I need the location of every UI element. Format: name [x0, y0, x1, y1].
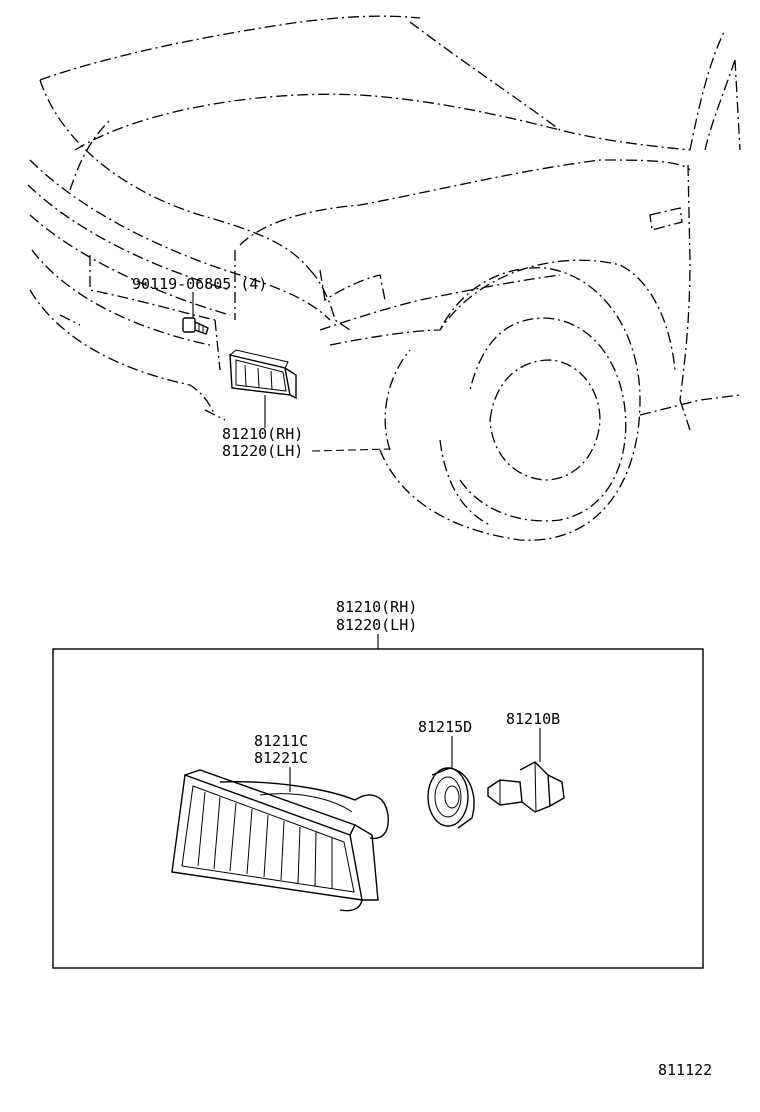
assembly-lh-label: 81220(LH) [336, 616, 417, 634]
bulb-label: 81210B [506, 710, 560, 728]
socket-label: 81215D [418, 718, 472, 736]
lens-label-a: 81211C [254, 732, 308, 750]
socket-icon [427, 767, 475, 829]
bolt-icon [182, 317, 209, 335]
lens-label-b: 81221C [254, 749, 308, 767]
vehicle-outline [27, 15, 741, 541]
bulb-icon [487, 761, 565, 813]
installed-fog-lamp-icon [229, 349, 297, 400]
lamp-lh-label-top: 81220(LH) [222, 442, 303, 460]
assembly-frame [52, 648, 704, 969]
assembly-rh-label: 81210(RH) [336, 598, 417, 616]
lamp-rh-label-top: 81210(RH) [222, 425, 303, 443]
leader-lines-top [192, 292, 391, 452]
fog-lamp-lens-icon [171, 769, 389, 912]
bolt-part-label: 90119-06805 (4) [132, 275, 267, 293]
figure-number: 811122 [658, 1061, 712, 1079]
